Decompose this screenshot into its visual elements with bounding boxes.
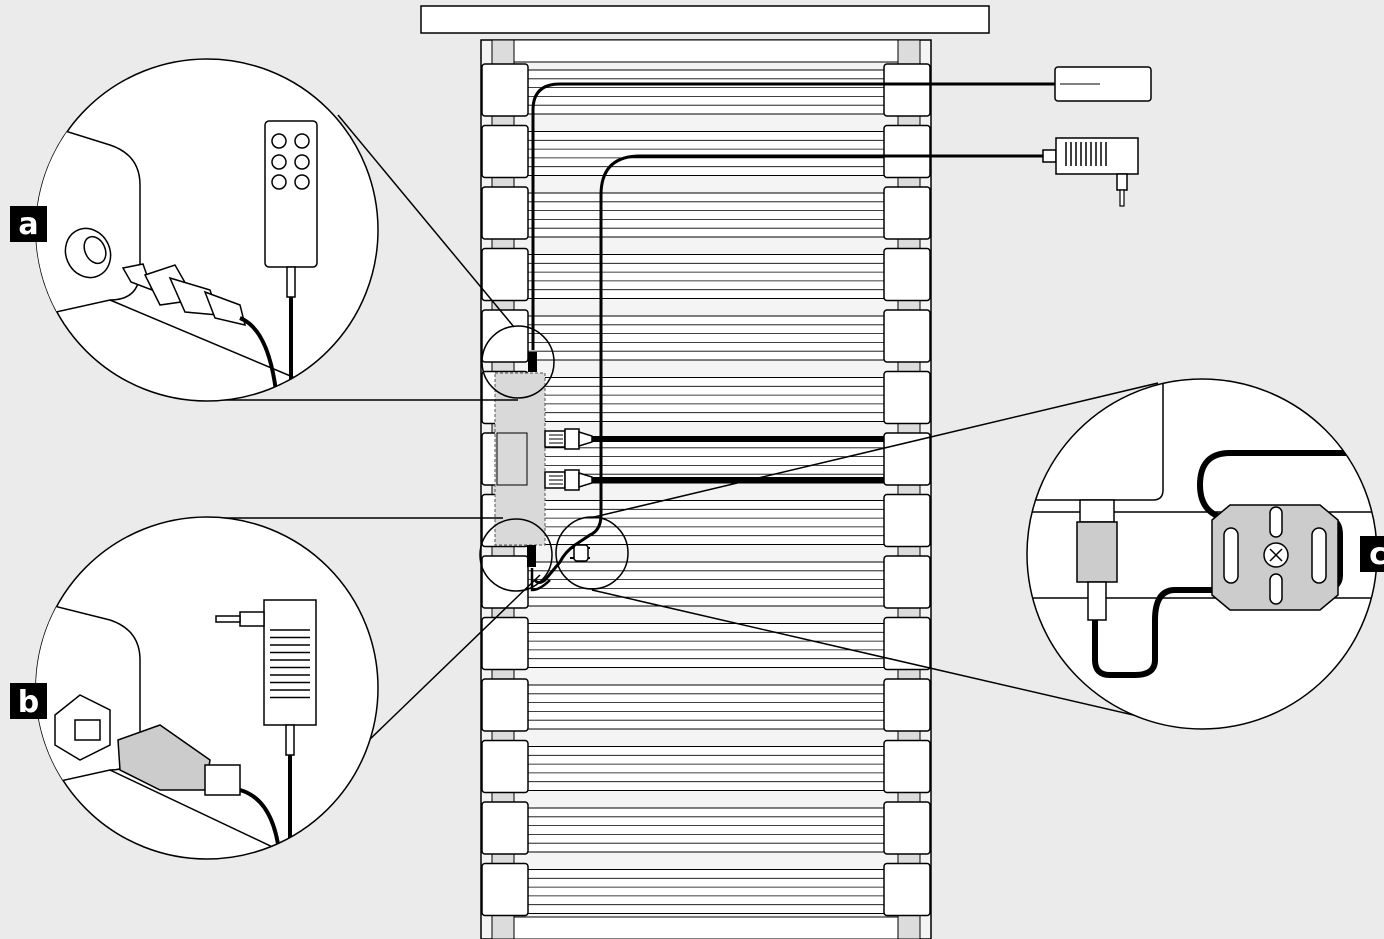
bed-slat	[481, 801, 931, 855]
detail-b-power-connection	[35, 516, 379, 860]
label-b-text: b	[18, 685, 39, 720]
motor-cables	[544, 428, 884, 491]
bed-slat	[481, 555, 931, 609]
detail-power-adapter	[215, 599, 317, 859]
detail-a-remote-connection	[35, 58, 379, 402]
label-badge-b: b	[10, 683, 47, 720]
label-badge-a: a	[10, 206, 47, 242]
bed-slat	[481, 309, 931, 363]
bed-slat	[481, 186, 931, 240]
label-badge-c: c	[1360, 536, 1384, 572]
strain-relief-small	[570, 544, 590, 562]
dc-jack-plug-icon	[121, 263, 279, 401]
detail-c-strain-relief	[1026, 378, 1378, 730]
label-a-text: a	[18, 207, 38, 242]
bed-slat	[481, 124, 931, 179]
callout-leaders	[205, 114, 1159, 771]
slatted-bed-frame	[480, 39, 932, 939]
bed-slat	[481, 862, 931, 917]
bed-slat	[481, 739, 931, 794]
callout-circle-b-small	[479, 518, 553, 592]
remote-cable	[531, 82, 1035, 350]
detail-remote-handset	[264, 120, 318, 400]
bed-slat	[481, 370, 931, 425]
label-c-text: c	[1369, 537, 1384, 572]
detail-c-plug	[1076, 499, 1118, 621]
handset-remote-icon	[1035, 66, 1152, 102]
bed-slat	[481, 493, 931, 548]
bed-slat	[481, 247, 931, 302]
power-socket	[54, 694, 111, 761]
cable-strain-relief-icon	[1092, 450, 1377, 678]
motor-plug-upper	[544, 428, 593, 450]
power-adapter-icon	[1035, 137, 1139, 207]
power-cable	[533, 154, 1035, 584]
slat-group	[481, 63, 931, 917]
bed-slat	[481, 63, 931, 117]
callout-circle-a-small	[481, 325, 555, 399]
bed-slat	[481, 616, 931, 671]
bed-slat	[481, 678, 931, 732]
headboard-bar	[420, 5, 990, 34]
control-box-inner	[496, 432, 528, 486]
power-jack	[527, 545, 536, 567]
motor-plug-lower	[544, 469, 593, 491]
dc-socket	[64, 227, 112, 279]
remote-jack	[528, 352, 537, 372]
